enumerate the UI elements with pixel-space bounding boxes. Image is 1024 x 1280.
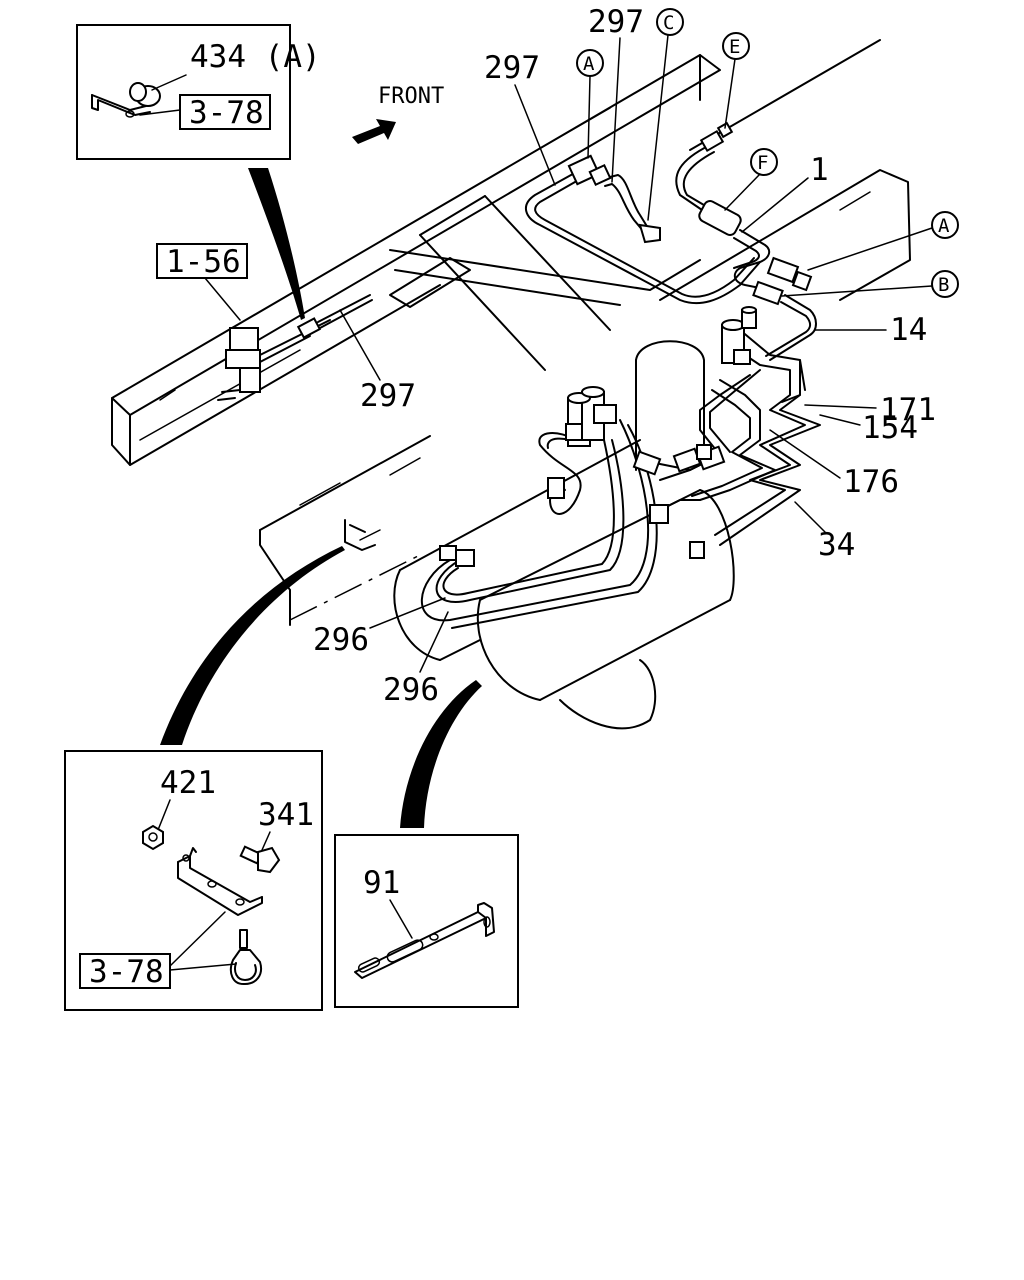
connector-a-top: A: [583, 53, 595, 75]
frame-rail: [111, 39, 911, 626]
callout-297-top2: 297: [588, 4, 644, 40]
connector-f: F: [757, 152, 768, 174]
callout-91: 91: [363, 865, 400, 901]
callout-296-a: 296: [313, 622, 369, 658]
detail-box-clip: 434 (A) 3-78: [76, 24, 321, 160]
connector-b-right: B: [938, 274, 949, 296]
callout-421: 421: [160, 765, 216, 801]
top-callouts: 297 297 297 A C E F 1 A B: [339, 4, 959, 414]
callout-34: 34: [818, 527, 855, 563]
detail-leaders: [160, 168, 482, 828]
connector-e-top: E: [729, 36, 740, 58]
connector-c-top: C: [663, 12, 674, 34]
right-callouts: 14 171 154 176 34 296 296: [313, 312, 936, 708]
detail-box-plate: 91: [334, 834, 519, 1008]
callout-176: 176: [843, 464, 899, 500]
callout-434a: 434 (A): [190, 39, 321, 75]
callout-341: 341: [258, 797, 314, 833]
detail-box-bracket: 421 341 3-78: [64, 750, 323, 1011]
callout-297-top1: 297: [484, 50, 540, 86]
front-arrow-icon: [352, 119, 396, 144]
callout-297-left: 297: [360, 378, 416, 414]
connector-a-right: A: [938, 215, 950, 237]
callout-1-56: 1-56: [166, 244, 241, 280]
callout-1-56-group: 1-56: [156, 243, 248, 321]
callout-14: 14: [890, 312, 927, 348]
front-label: FRONT: [378, 84, 444, 109]
front-arrow-group: FRONT: [352, 84, 444, 144]
callout-3-78-bottom: 3-78: [89, 954, 164, 990]
callout-1: 1: [810, 152, 829, 188]
callout-171: 171: [880, 392, 936, 428]
valves-fittings: [217, 121, 813, 567]
callout-296-b: 296: [383, 672, 439, 708]
callout-154: 154: [862, 410, 918, 446]
callout-3-78-top: 3-78: [189, 95, 264, 131]
air-tanks: [393, 340, 735, 730]
